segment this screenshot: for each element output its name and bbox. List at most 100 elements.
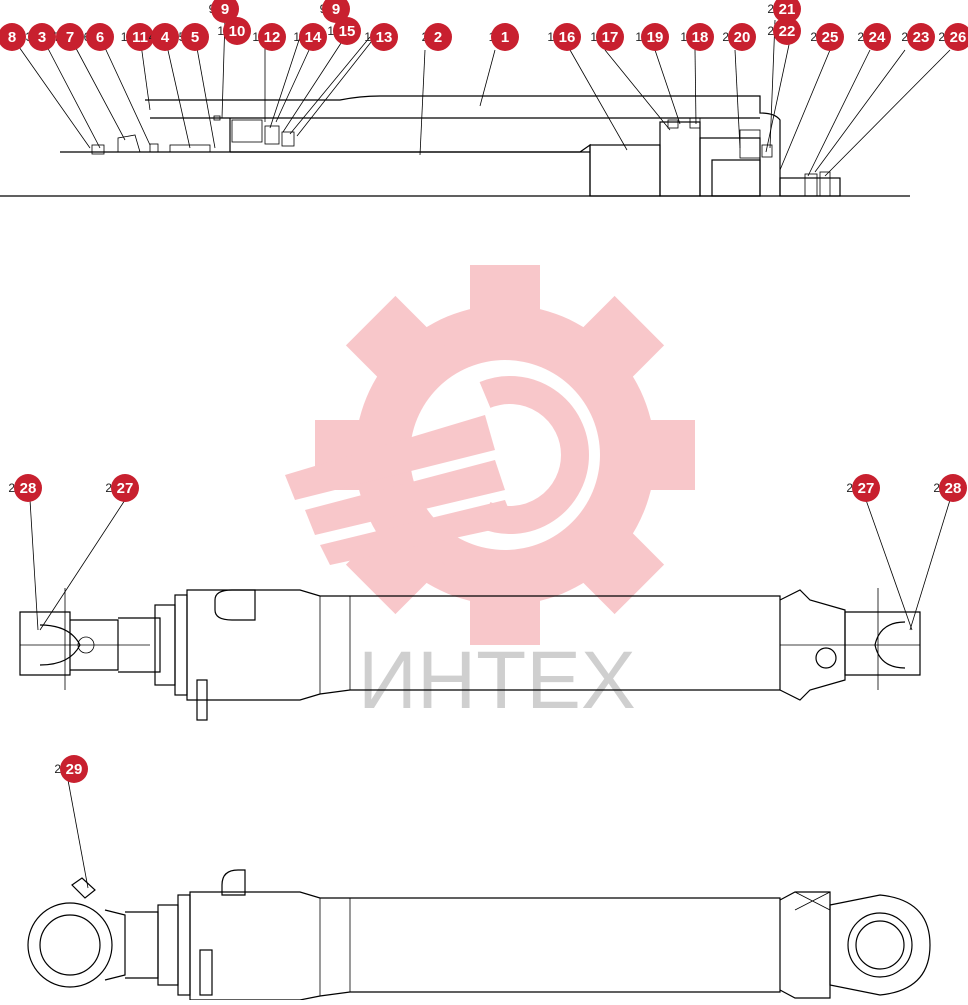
callout-number: 8 [8, 29, 16, 46]
callout-number: 24 [869, 29, 886, 46]
callout-circle [333, 17, 361, 45]
callout-circle [686, 23, 714, 51]
callout-14: 1414 [293, 23, 327, 51]
callout-circle [939, 474, 967, 502]
callout-circle [60, 755, 88, 783]
callout-number: 26 [950, 29, 967, 46]
callout-10: 1010 [217, 17, 251, 45]
callout-number: 12 [264, 29, 281, 46]
section-callouts: 8833776611114455991010121214149915151313… [0, 0, 968, 51]
callout-circle [181, 23, 209, 51]
callout-number: 29 [66, 761, 83, 778]
callout-circle [111, 474, 139, 502]
callout-number: 21 [779, 1, 796, 18]
callout-circle [773, 0, 801, 23]
callout-number: 19 [647, 29, 664, 46]
view1-callouts: 2828272727272828 [8, 474, 967, 502]
callout-4: 44 [149, 23, 179, 51]
callout-number: 10 [229, 23, 246, 40]
callout-number: 27 [858, 480, 875, 497]
callout-number: 22 [779, 23, 796, 40]
callout-20: 2020 [722, 23, 756, 51]
callout-circle [126, 23, 154, 51]
callout-circle [424, 23, 452, 51]
callout-number: 7 [66, 29, 74, 46]
callout-circle [0, 23, 26, 51]
callout-circle [728, 23, 756, 51]
callout-26: 2626 [938, 23, 968, 51]
callout-9: 99 [320, 0, 350, 23]
callout-2: 22 [422, 23, 452, 51]
assembly-view-2 [27, 779, 931, 1001]
callout-number: 28 [20, 480, 37, 497]
callout-number: 15 [339, 23, 356, 40]
callout-24: 2424 [857, 23, 891, 51]
callout-number: 11 [132, 29, 148, 46]
callout-8: 88 [0, 23, 26, 51]
callout-circle [223, 17, 251, 45]
callout-number: 27 [117, 480, 134, 497]
callout-number: 13 [376, 29, 393, 46]
callout-29: 2929 [54, 755, 88, 783]
callout-number: 28 [945, 480, 962, 497]
callout-number: 3 [38, 29, 46, 46]
callout-circle [944, 23, 968, 51]
callout-number: 9 [332, 1, 340, 18]
callout-circle [56, 23, 84, 51]
callout-circle [370, 23, 398, 51]
callout-28: 2828 [933, 474, 967, 502]
callout-number: 9 [221, 1, 229, 18]
callout-circle [322, 0, 350, 23]
view2-callouts: 2929 [54, 755, 88, 783]
callout-circle [773, 17, 801, 45]
callout-circle [852, 474, 880, 502]
callout-circle [907, 23, 935, 51]
callout-number: 2 [434, 29, 442, 46]
callout-13: 1313 [364, 23, 398, 51]
callout-circle [14, 474, 42, 502]
callout-9: 99 [209, 0, 239, 23]
callout-25: 2525 [810, 23, 844, 51]
callout-5: 55 [179, 23, 209, 51]
callout-number: 18 [692, 29, 709, 46]
callout-7: 77 [54, 23, 84, 51]
watermark-gear-icon [285, 265, 695, 645]
callout-circle [491, 23, 519, 51]
callout-number: 6 [96, 29, 104, 46]
callout-circle [299, 23, 327, 51]
callout-3: 33 [26, 23, 56, 51]
callout-circle [151, 23, 179, 51]
callout-number: 25 [822, 29, 839, 46]
section-view [0, 95, 910, 197]
assembly-view-1 [19, 499, 951, 721]
callout-number: 23 [913, 29, 930, 46]
callout-11: 1111 [121, 23, 154, 51]
callout-circle [553, 23, 581, 51]
callout-circle [641, 23, 669, 51]
callout-circle [211, 0, 239, 23]
watermark-text: ИНТЕХ [358, 635, 636, 726]
callout-15: 1515 [327, 17, 361, 45]
callout-number: 20 [734, 29, 751, 46]
callout-circle [596, 23, 624, 51]
callout-19: 1919 [635, 23, 669, 51]
callout-16: 1616 [547, 23, 581, 51]
callout-17: 1717 [590, 23, 624, 51]
callout-number: 4 [161, 29, 170, 46]
callout-21: 2121 [767, 0, 801, 23]
callout-circle [258, 23, 286, 51]
callout-12: 1212 [252, 23, 286, 51]
callout-circle [86, 23, 114, 51]
callout-number: 1 [501, 29, 509, 46]
callout-number: 17 [602, 29, 619, 46]
callout-circle [863, 23, 891, 51]
callout-1: 11 [489, 23, 519, 51]
callout-22: 2222 [767, 17, 801, 45]
callout-number: 16 [559, 29, 576, 46]
callout-number: 5 [191, 29, 199, 46]
callout-number: 14 [305, 29, 322, 46]
callout-23: 2323 [901, 23, 935, 51]
